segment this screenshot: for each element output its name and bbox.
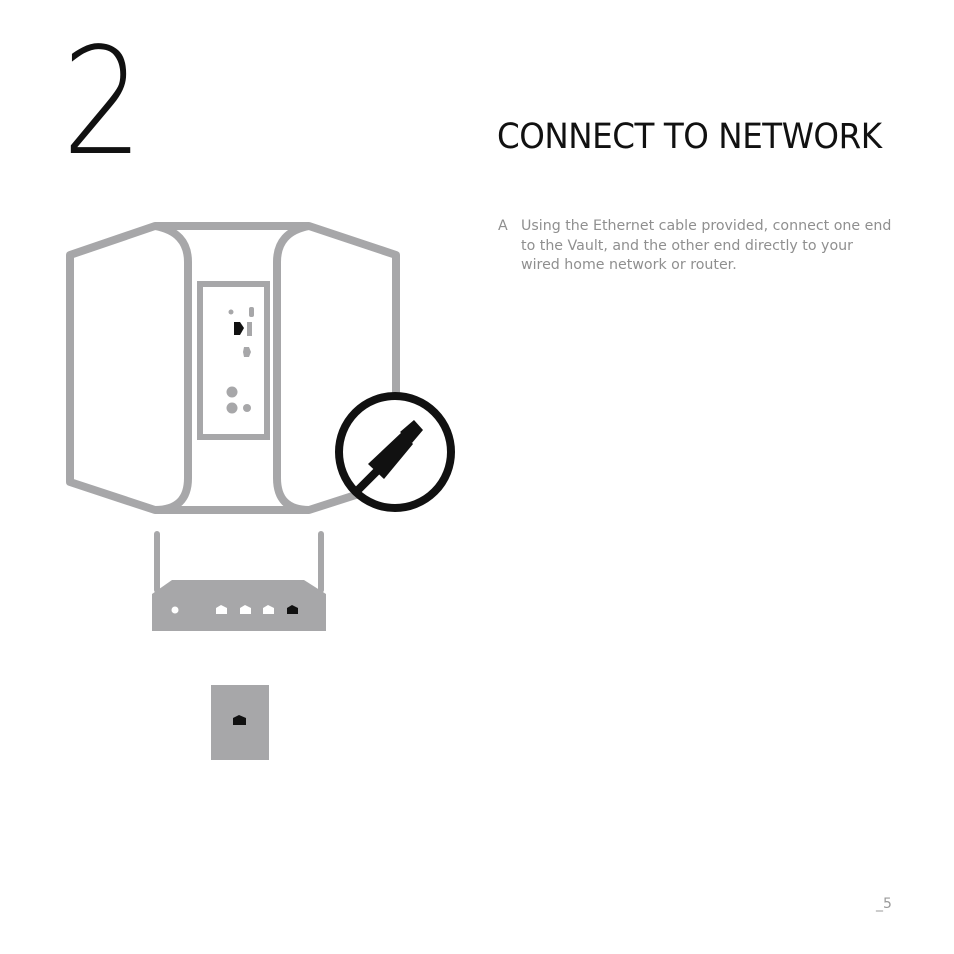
page-title: CONNECT TO NETWORK bbox=[497, 117, 882, 157]
instruction-item: A Using the Ethernet cable provided, con… bbox=[498, 217, 898, 276]
ethernet-wall-socket-icon bbox=[211, 685, 269, 760]
vault-device-rear-icon bbox=[66, 222, 400, 514]
page-number: _5 bbox=[876, 896, 892, 912]
ethernet-plug-icon bbox=[335, 392, 455, 512]
step-number: 2 bbox=[62, 16, 143, 188]
instruction-marker: A bbox=[498, 218, 508, 234]
instruction-text: Using the Ethernet cable provided, conne… bbox=[521, 218, 892, 273]
router-icon bbox=[152, 531, 326, 631]
